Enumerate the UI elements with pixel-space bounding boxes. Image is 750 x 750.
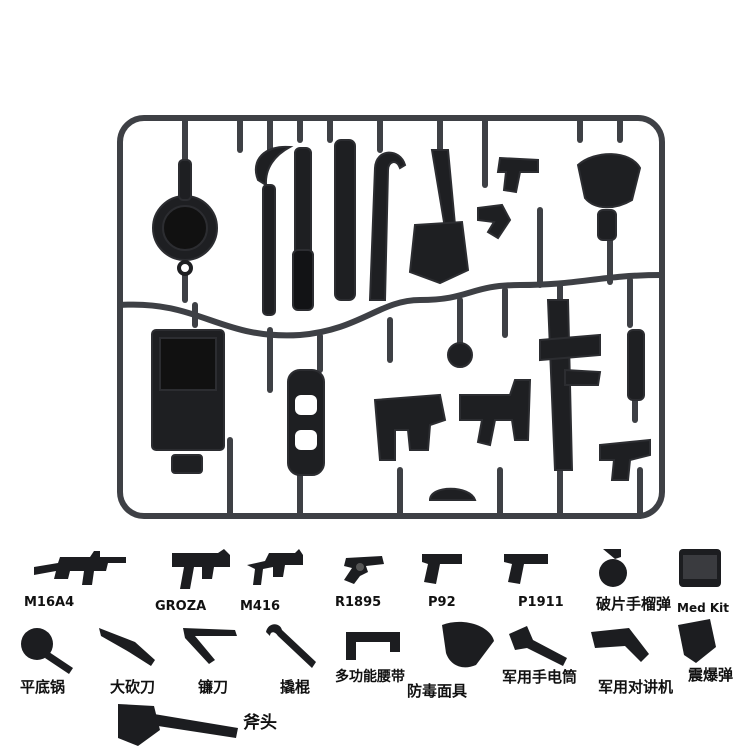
label-groza: GROZA — [155, 599, 207, 614]
label-utility-belt: 多功能腰带 — [335, 669, 405, 685]
label-flashbang: 震爆弹 — [688, 666, 734, 684]
sickle-icon — [183, 628, 237, 664]
label-flashlight: 军用手电筒 — [502, 668, 578, 686]
grenade-icon — [599, 549, 627, 587]
pistol-icon — [422, 554, 462, 584]
label-frying-pan: 平底锅 — [20, 678, 66, 696]
label-sickle: 镰刀 — [198, 678, 229, 696]
axe-icon — [118, 704, 238, 746]
flashlight-icon — [509, 626, 567, 666]
smg-icon — [172, 549, 230, 589]
flashbang-icon — [678, 619, 716, 663]
rifle-icon — [34, 551, 126, 585]
med-kit-icon — [679, 549, 721, 587]
crowbar-icon — [266, 624, 316, 668]
label-machete: 大砍刀 — [110, 678, 156, 696]
weapon-sprue-photo — [117, 115, 665, 519]
label-p1911: P1911 — [518, 595, 564, 610]
label-m16a4: M16A4 — [24, 595, 75, 610]
rifle-icon — [247, 549, 303, 585]
label-r1895: R1895 — [335, 595, 382, 610]
label-crowbar: 撬棍 — [280, 678, 311, 696]
belt-icon — [346, 632, 400, 660]
label-axe: 斧头 — [243, 713, 277, 733]
pistol-icon — [504, 554, 548, 584]
label-med-kit: Med Kit — [677, 601, 729, 615]
label-gas-mask: 防毒面具 — [407, 682, 468, 700]
label-frag-grenade: 破片手榴弹 — [596, 595, 672, 613]
label-p92: P92 — [428, 595, 456, 610]
label-m416: M416 — [240, 599, 281, 614]
radio-icon — [591, 628, 649, 662]
pan-icon — [21, 628, 73, 674]
gas-mask-icon — [442, 621, 494, 668]
label-radio: 军用对讲机 — [598, 678, 674, 696]
revolver-icon — [344, 556, 384, 584]
machete-icon — [99, 628, 155, 666]
